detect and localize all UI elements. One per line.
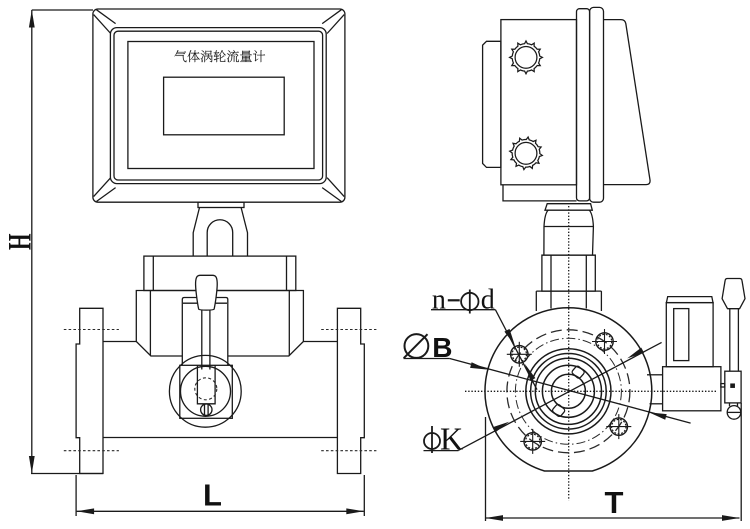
svg-text:T: T: [605, 485, 624, 520]
svg-text:n: n: [432, 284, 446, 315]
svg-text:K: K: [440, 420, 463, 456]
svg-text:B: B: [432, 332, 452, 363]
svg-text:d: d: [481, 284, 495, 315]
svg-text:H: H: [3, 233, 39, 250]
svg-text:L: L: [203, 477, 222, 512]
